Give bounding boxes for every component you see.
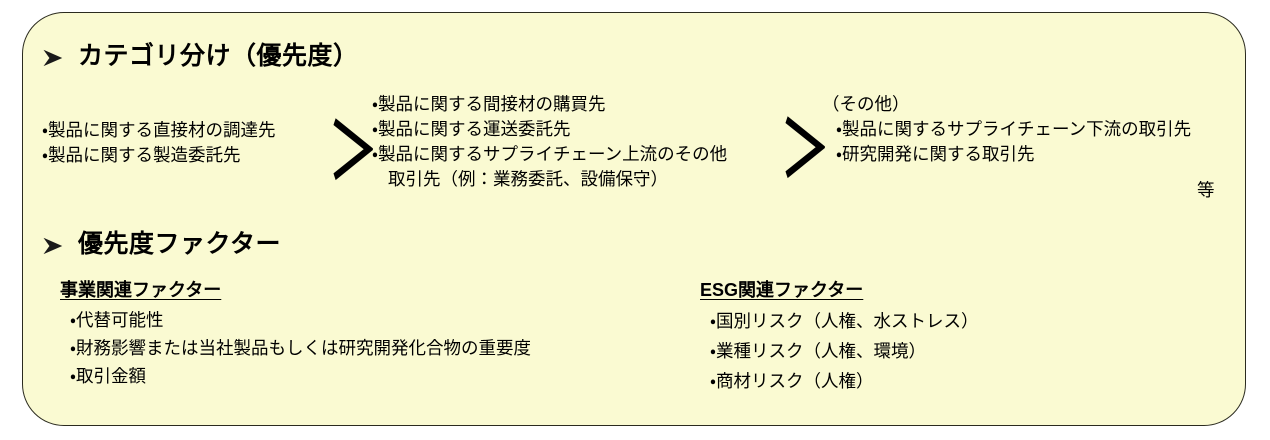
category-column-3-list: ・製品に関するサプライチェーン下流の取引先 ・研究開発に関する取引先 [822, 117, 1191, 167]
factor-group-title: ESG関連ファクター [700, 280, 864, 300]
category-column-3: （その他） ・製品に関するサプライチェーン下流の取引先 ・研究開発に関する取引先 [822, 92, 1191, 167]
chevron-right-icon-1: ＞ [328, 110, 378, 195]
section-title-factor: 優先度ファクター [78, 230, 282, 258]
factor-group-esg-list: ・国別リスク（人権、水ストレス） ・業種リスク（人権、環境） ・商材リスク（人権… [700, 306, 978, 396]
list-item: ・製品に関する直接材の調達先 [42, 120, 276, 140]
factor-group-esg: ESG関連ファクター ・国別リスク（人権、水ストレス） ・業種リスク（人権、環境… [700, 278, 978, 396]
list-item: ・製品に関する製造委託先 [42, 145, 241, 165]
list-item: ・業種リスク（人権、環境） [710, 341, 926, 361]
list-item-continuation: 取引先（例：業務委託、設備保守） [388, 169, 668, 189]
factor-group-business: 事業関連ファクター ・代替可能性 ・財務影響または当社製品もしくは研究開発化合物… [60, 278, 531, 390]
category-flow-row: ・製品に関する直接材の調達先 ・製品に関する製造委託先 ＞ ・製品に関する間接材… [42, 92, 1232, 210]
list-item: ・研究開発に関する取引先 [836, 144, 1035, 164]
list-item: ・代替可能性 [70, 310, 164, 330]
list-item: ・商材リスク（人権） [710, 371, 874, 391]
category-column-1: ・製品に関する直接材の調達先 ・製品に関する製造委託先 [42, 118, 275, 168]
list-item: ・製品に関する運送委託先 [372, 119, 571, 139]
category-column-3-subhead: （その他） [822, 94, 910, 114]
section-title-category: カテゴリ分け（優先度） [78, 42, 359, 70]
arrow-bullet-icon [42, 235, 64, 257]
list-item: ・取引金額 [70, 366, 146, 386]
category-column-1-list: ・製品に関する直接材の調達先 ・製品に関する製造委託先 [42, 118, 275, 168]
factor-group-business-list: ・代替可能性 ・財務影響または当社製品もしくは研究開発化合物の重要度 ・取引金額 [60, 306, 531, 390]
content-panel [22, 12, 1246, 426]
trailing-mark: 等 [1197, 180, 1215, 200]
section-heading-factor: 優先度ファクター [42, 232, 281, 257]
list-item: ・製品に関するサプライチェーン下流の取引先 [836, 119, 1192, 139]
list-item: ・財務影響または当社製品もしくは研究開発化合物の重要度 [70, 338, 531, 358]
factor-group-title: 事業関連ファクター [60, 280, 222, 300]
arrow-bullet-icon [42, 47, 64, 69]
list-item: ・国別リスク（人権、水ストレス） [710, 311, 979, 331]
chevron-right-icon-2: ＞ [780, 108, 830, 193]
category-column-2: ・製品に関する間接材の購買先 ・製品に関する運送委託先 ・製品に関するサプライチ… [372, 92, 727, 192]
section-heading-category: カテゴリ分け（優先度） [42, 44, 359, 69]
category-column-2-list: ・製品に関する間接材の購買先 ・製品に関する運送委託先 ・製品に関するサプライチ… [372, 92, 727, 192]
list-item: ・製品に関するサプライチェーン上流のその他 [372, 144, 728, 164]
list-item: ・製品に関する間接材の購買先 [372, 94, 606, 114]
